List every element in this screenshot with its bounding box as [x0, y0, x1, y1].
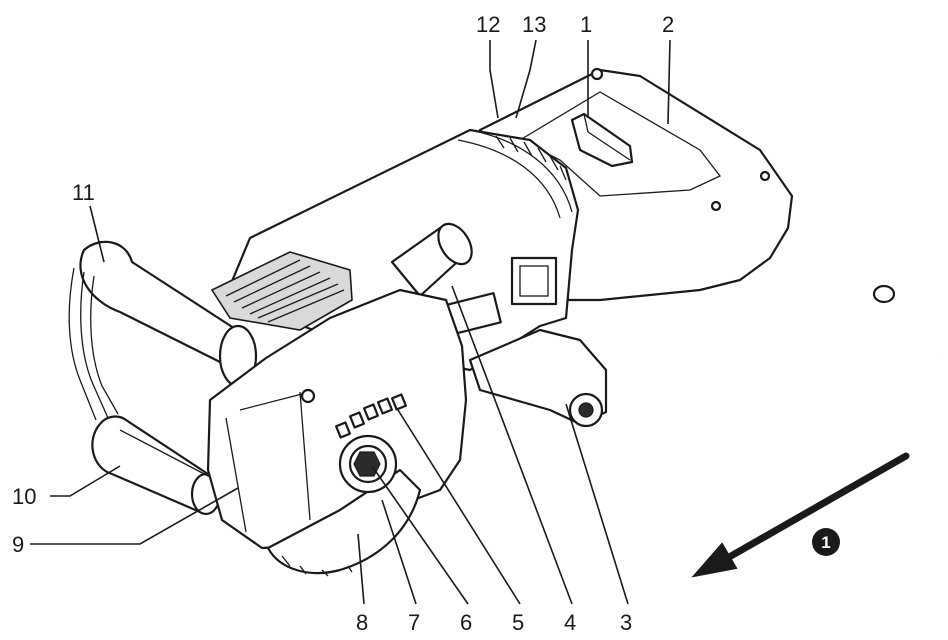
cutting-direction-indicator: 1: [691, 452, 910, 578]
arrow-down-left-icon: [691, 452, 910, 578]
callout-2: 2: [662, 12, 674, 37]
callout-3: 3: [620, 610, 632, 635]
leader-lines: [30, 39, 671, 605]
callout-11: 11: [72, 180, 95, 205]
callout-13: 13: [522, 12, 546, 37]
callout-1: 1: [580, 12, 592, 37]
callout-6: 6: [460, 610, 472, 635]
callout-labels: 1 2 3 4 5 6 7 8 9 10 11 12 13: [12, 12, 674, 635]
depth-scale: [335, 393, 407, 439]
callout-5: 5: [512, 610, 524, 635]
clamping-nut: [353, 451, 381, 477]
direction-badge: [812, 528, 840, 556]
callout-10: 10: [12, 484, 36, 509]
callout-12: 12: [476, 12, 500, 37]
callout-8: 8: [356, 610, 368, 635]
callout-4: 4: [564, 610, 576, 635]
callout-7: 7: [408, 610, 420, 635]
cooling-vents: [210, 251, 353, 331]
tool-illustration: [68, 67, 940, 577]
callout-9: 9: [12, 532, 24, 557]
diamond-blade: [266, 468, 422, 575]
direction-badge-label: 1: [821, 533, 830, 552]
